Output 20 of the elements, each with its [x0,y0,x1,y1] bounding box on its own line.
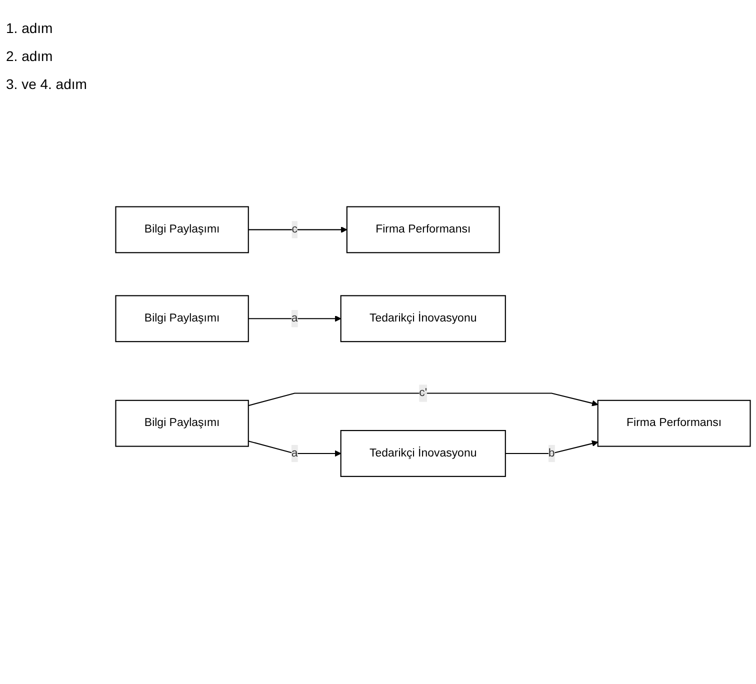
node-box: Firma Performansı [346,206,500,254]
arrow [248,226,348,234]
node-box: Tedarikçi İnovasyonu [340,296,506,343]
edge-label: c [292,224,298,236]
edge-label: a [291,447,298,460]
node-box: Firma Performansı [597,400,751,448]
arrow [505,440,598,454]
node-box: Bilgi Paylaşımı [115,296,249,343]
edge-label: c' [419,387,428,400]
edge-label: a [291,312,298,325]
edge-label: b [548,447,555,460]
step-label: 2. adım [6,48,54,64]
arrow [248,441,342,458]
step-label: 1. adım [6,20,54,36]
node-box: Bilgi Paylaşımı [115,206,249,254]
step-label: 3. ve 4. adım [6,76,88,92]
arrow [248,316,342,322]
arrow [248,393,598,407]
node-box: Bilgi Paylaşımı [115,400,249,448]
node-box: Tedarikçi İnovasyonu [340,430,506,478]
